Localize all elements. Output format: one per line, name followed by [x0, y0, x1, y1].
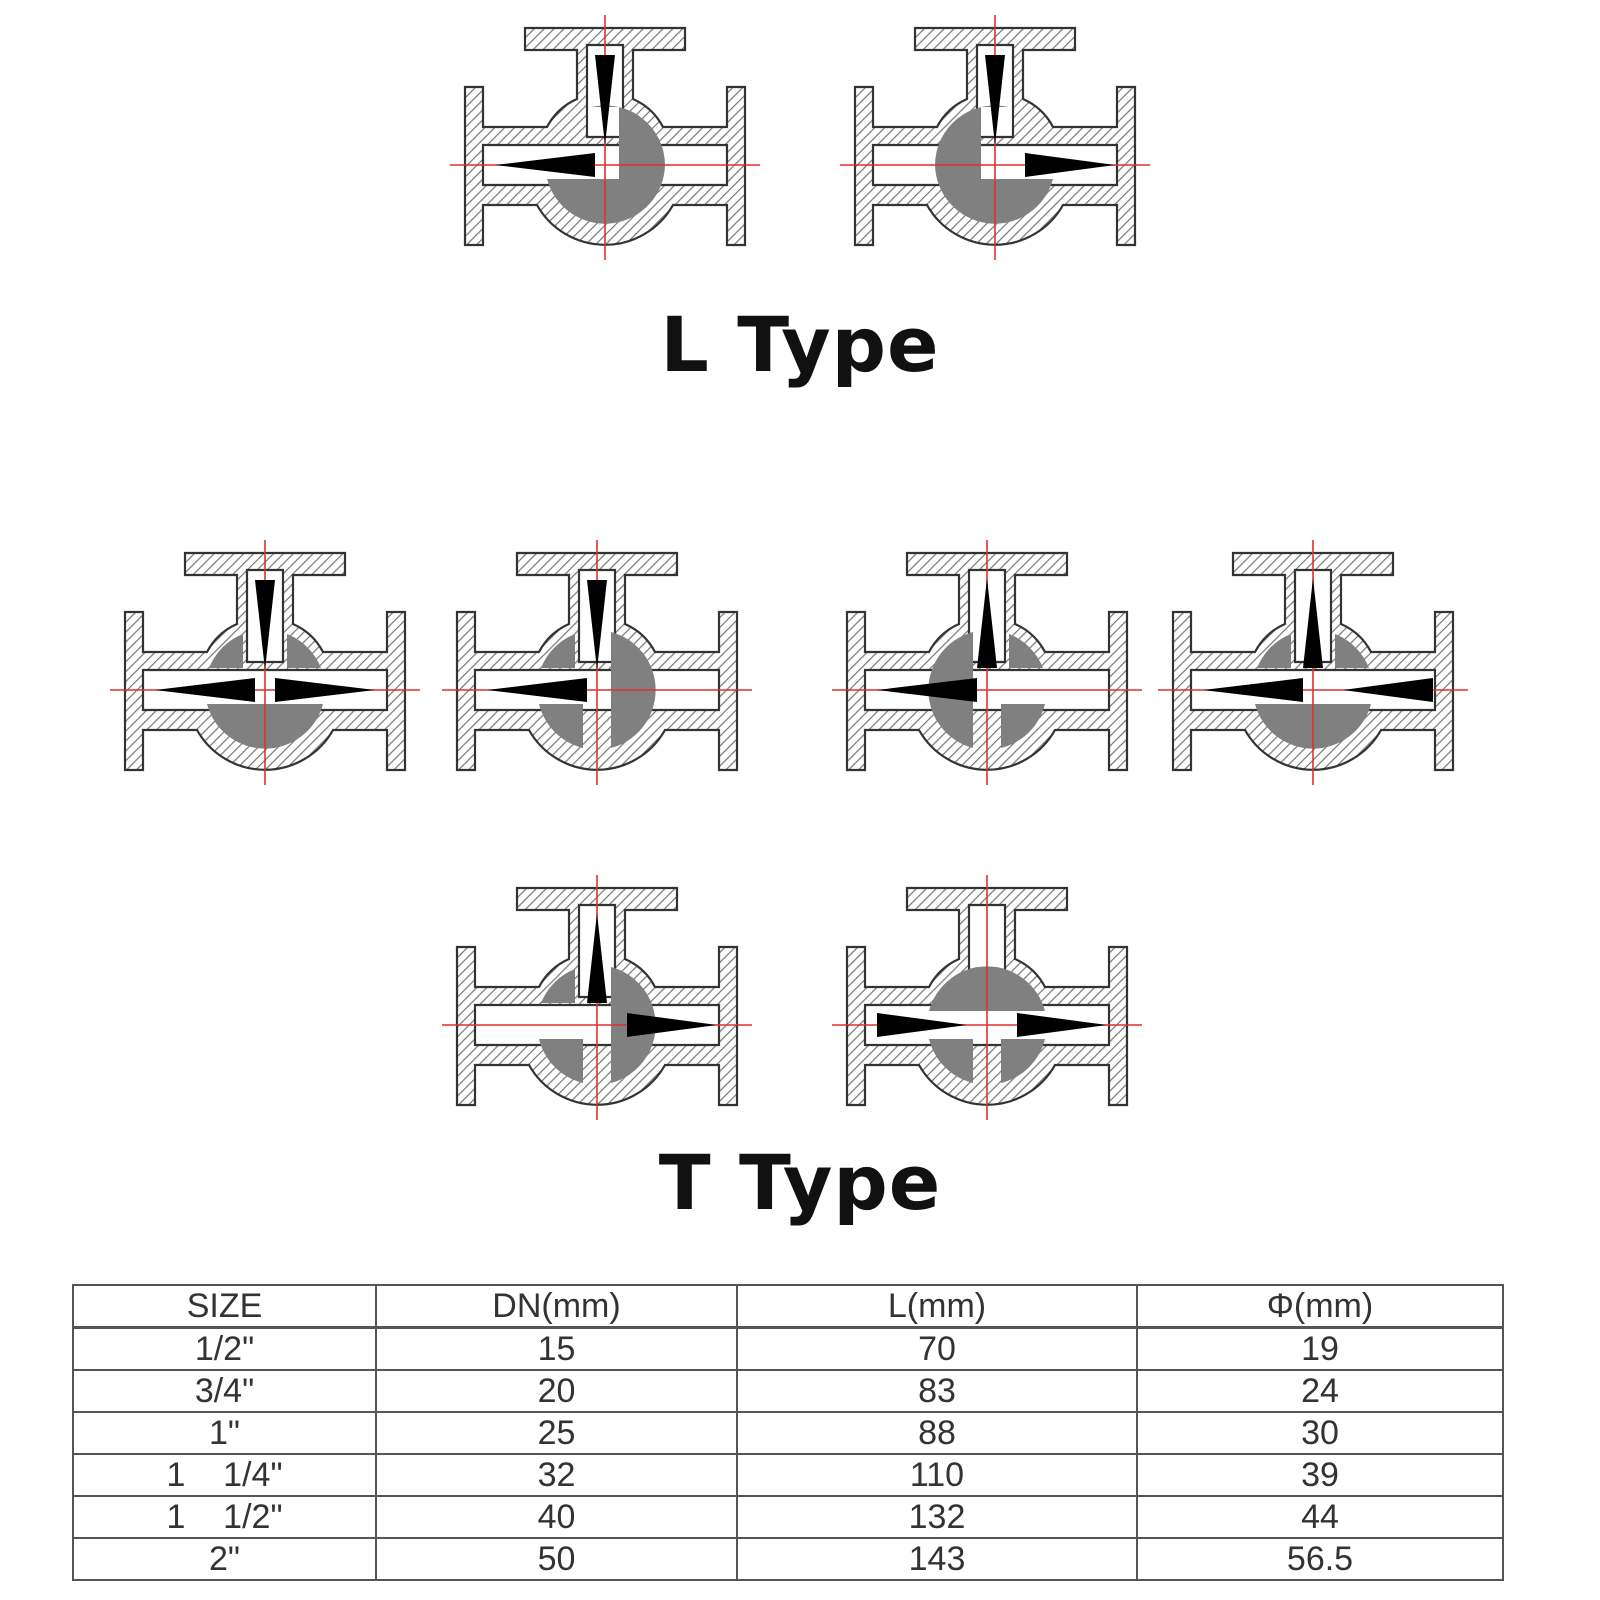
flow-arrow-down-icon	[595, 55, 615, 145]
cell-l: 83	[736, 1369, 1138, 1413]
table-row: 3/4" 20 83 24	[72, 1369, 1504, 1413]
flow-arrow-left-icon	[155, 678, 255, 702]
cell-phi: 56.5	[1136, 1537, 1504, 1581]
cell-dn: 20	[375, 1369, 738, 1413]
flow-arrow-right-icon	[1017, 1013, 1107, 1037]
cell-phi: 39	[1136, 1453, 1504, 1497]
valve-body	[123, 551, 407, 772]
valve-flow-diagram	[110, 15, 1468, 1120]
cell-dn: 15	[375, 1326, 738, 1371]
t-type-title: T Type	[658, 1138, 942, 1227]
cell-size: 2"	[72, 1537, 377, 1581]
valve-ball	[935, 105, 1053, 224]
valve-t-6	[832, 875, 1142, 1120]
cell-size: 1 1/4"	[72, 1453, 377, 1497]
flow-arrow-up-icon	[1303, 578, 1323, 668]
table-row: 1/2" 15 70 19	[72, 1326, 1504, 1371]
flow-arrow-down-icon	[985, 55, 1005, 145]
cell-l: 88	[736, 1411, 1138, 1455]
spec-table: SIZE DN(mm) L(mm) Φ(mm) 1/2" 15 70 19 3/…	[72, 1284, 1504, 1581]
cell-size: 1"	[72, 1411, 377, 1455]
cell-size: 1/2"	[72, 1326, 377, 1371]
valve-ball	[539, 704, 583, 748]
cell-l: 110	[736, 1453, 1138, 1497]
flow-arrow-right-icon	[627, 1013, 717, 1037]
valve-t-1	[110, 540, 420, 785]
valve-body	[853, 26, 1137, 247]
col-header-phi: Φ(mm)	[1136, 1284, 1504, 1329]
valve-ball	[929, 1039, 973, 1083]
cell-size: 1 1/2"	[72, 1495, 377, 1539]
flow-arrow-down-icon	[255, 580, 275, 670]
valve-t-2	[442, 540, 752, 785]
flow-arrow-left-icon	[495, 153, 595, 177]
col-header-size: SIZE	[72, 1284, 377, 1329]
cell-phi: 44	[1136, 1495, 1504, 1539]
cell-dn: 40	[375, 1495, 738, 1539]
cell-dn: 32	[375, 1453, 738, 1497]
valve-ball	[539, 1039, 583, 1083]
valve-ball	[541, 969, 575, 1003]
col-header-l: L(mm)	[736, 1284, 1138, 1329]
col-header-dn: DN(mm)	[375, 1284, 738, 1329]
valve-t-3	[832, 540, 1142, 785]
valve-ball	[1335, 634, 1369, 668]
cell-l: 70	[736, 1326, 1138, 1371]
cell-l: 132	[736, 1495, 1138, 1539]
flow-arrow-left-icon	[1203, 678, 1303, 702]
valve-ball	[541, 634, 575, 668]
cell-phi: 24	[1136, 1369, 1504, 1413]
valve-body	[845, 551, 1129, 772]
table-row: 1" 25 88 30	[72, 1411, 1504, 1455]
flow-arrow-left-icon	[487, 678, 587, 702]
valve-ball	[1001, 704, 1045, 748]
table-header-row: SIZE DN(mm) L(mm) Φ(mm)	[72, 1284, 1504, 1329]
flow-arrow-left-icon	[877, 678, 977, 702]
table-row: 2" 50 143 56.5	[72, 1537, 1504, 1581]
flow-arrow-down-icon	[587, 580, 607, 670]
valve-ball	[1001, 1039, 1045, 1083]
flow-arrow-left-icon	[1343, 678, 1433, 702]
cell-phi: 19	[1136, 1326, 1504, 1371]
cell-dn: 25	[375, 1411, 738, 1455]
valve-t-4	[1158, 540, 1468, 785]
valve-ball	[547, 105, 665, 224]
l-type-title: L Type	[660, 300, 940, 389]
cell-phi: 30	[1136, 1411, 1504, 1455]
valve-ball	[209, 634, 243, 668]
flow-arrow-right-icon	[275, 678, 375, 702]
valve-ball	[1009, 634, 1043, 668]
valve-t-5	[442, 875, 752, 1120]
flow-arrow-up-icon	[587, 913, 607, 1003]
table-row: 1 1/2" 40 132 44	[72, 1495, 1504, 1539]
cell-size: 3/4"	[72, 1369, 377, 1413]
valve-ball	[287, 634, 321, 668]
table-row: 1 1/4" 32 110 39	[72, 1453, 1504, 1497]
cell-dn: 50	[375, 1537, 738, 1581]
valve-ball	[1257, 634, 1291, 668]
valve-l-left	[450, 15, 760, 260]
flow-arrow-up-icon	[977, 578, 997, 668]
valve-l-right	[840, 15, 1150, 260]
valve-body	[1171, 551, 1455, 772]
cell-l: 143	[736, 1537, 1138, 1581]
flow-arrow-right-icon	[877, 1013, 967, 1037]
flow-arrow-right-icon	[1025, 153, 1115, 177]
